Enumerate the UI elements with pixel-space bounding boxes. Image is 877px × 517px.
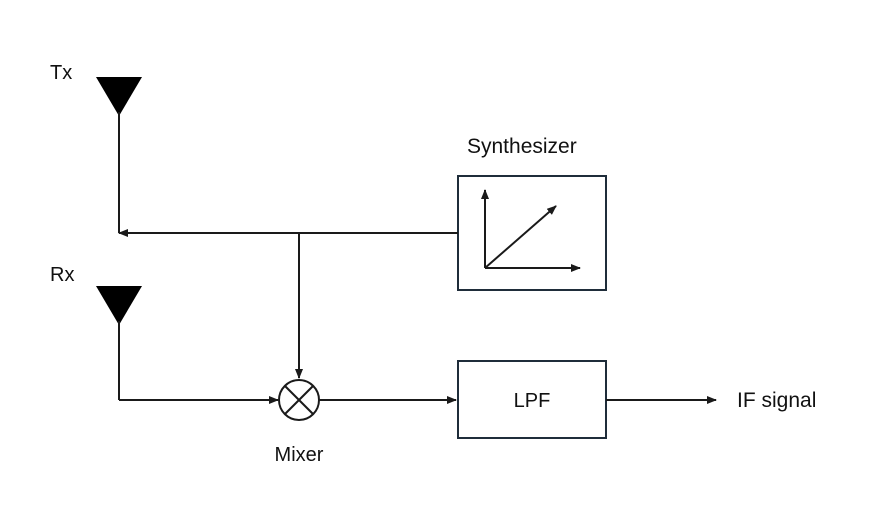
- synthesizer-block: [457, 175, 607, 291]
- synthesizer-label: Synthesizer: [467, 135, 577, 158]
- frequency-ramp-icon: [481, 189, 581, 272]
- tx-antenna-icon: [96, 77, 142, 233]
- rx-antenna-icon: [96, 286, 142, 400]
- mixer-label: Mixer: [275, 444, 324, 466]
- lpf-label: LPF: [514, 390, 551, 412]
- tx-label: Tx: [50, 62, 72, 84]
- mixer-cross-circle-icon: [278, 379, 320, 421]
- rx-label: Rx: [50, 264, 74, 286]
- if-signal-label: IF signal: [737, 389, 816, 412]
